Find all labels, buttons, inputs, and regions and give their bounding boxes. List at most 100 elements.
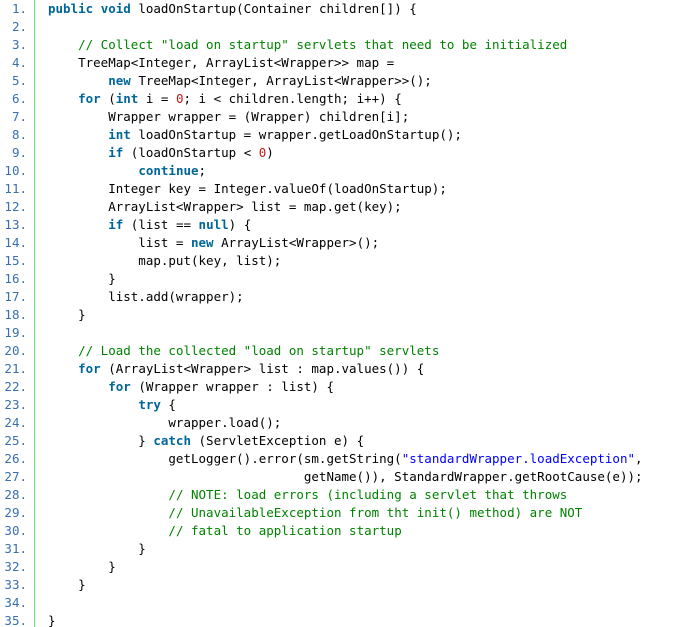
- number-token: 0: [175, 91, 184, 106]
- line-number: 18.: [4, 307, 27, 322]
- line-number: 2.: [11, 19, 27, 34]
- code-line: 18. }: [0, 306, 688, 324]
- code-text: if (list == null) {: [48, 216, 251, 234]
- code-token: [48, 73, 108, 88]
- code-text: for (Wrapper wrapper : list) {: [48, 378, 334, 396]
- line-number: 8.: [11, 127, 27, 142]
- code-token: [48, 343, 78, 358]
- code-token: }: [48, 541, 146, 556]
- code-token: [48, 361, 78, 376]
- code-token: [48, 145, 108, 160]
- line-number: 20.: [4, 343, 27, 358]
- code-token: list.add(wrapper);: [48, 289, 244, 304]
- code-line: 17. list.add(wrapper);: [0, 288, 688, 306]
- string-token: "standardWrapper.loadException": [401, 451, 636, 466]
- code-line: 16. }: [0, 270, 688, 288]
- code-line: 10. continue;: [0, 162, 688, 180]
- keyword-token: for: [108, 379, 131, 394]
- code-text: }: [48, 540, 146, 558]
- code-text: list = new ArrayList<Wrapper>();: [48, 234, 379, 252]
- code-text: try {: [48, 396, 176, 414]
- line-number: 12.: [4, 199, 27, 214]
- code-text: // Collect "load on startup" servlets th…: [48, 36, 567, 54]
- line-number: 13.: [4, 217, 27, 232]
- line-number: 21.: [4, 361, 27, 376]
- line-number: 10.: [4, 163, 27, 178]
- code-token: loadOnStartup(Container children[]) {: [130, 1, 417, 16]
- line-number-gutter: [0, 0, 35, 627]
- code-text: new TreeMap<Integer, ArrayList<Wrapper>>…: [48, 72, 432, 90]
- code-text: for (ArrayList<Wrapper> list : map.value…: [48, 360, 424, 378]
- line-number: 7.: [11, 109, 27, 124]
- code-token: wrapper.load();: [48, 415, 282, 430]
- code-text: // Load the collected "load on startup" …: [48, 342, 439, 360]
- code-text: } catch (ServletException e) {: [48, 432, 364, 450]
- line-number: 30.: [4, 523, 27, 538]
- code-token: }: [48, 307, 86, 322]
- code-token: [48, 91, 78, 106]
- code-text: Wrapper wrapper = (Wrapper) children[i];: [48, 108, 409, 126]
- code-text: // UnavailableException from tht init() …: [48, 504, 582, 522]
- keyword-token: for: [78, 91, 101, 106]
- code-token: i =: [138, 91, 176, 106]
- comment-token: // UnavailableException from tht init() …: [168, 505, 583, 520]
- code-token: }: [48, 559, 116, 574]
- code-token: [48, 163, 138, 178]
- code-token: (ArrayList<Wrapper> list : map.values())…: [100, 361, 425, 376]
- code-line: 3. // Collect "load on startup" servlets…: [0, 36, 688, 54]
- code-line: 23. try {: [0, 396, 688, 414]
- line-number: 11.: [4, 181, 27, 196]
- code-line: 7. Wrapper wrapper = (Wrapper) children[…: [0, 108, 688, 126]
- code-line: 32. }: [0, 558, 688, 576]
- code-token: ArrayList<Wrapper> list = map.get(key);: [48, 199, 402, 214]
- code-line: 11. Integer key = Integer.valueOf(loadOn…: [0, 180, 688, 198]
- code-token: (list ==: [123, 217, 199, 232]
- keyword-token: if: [108, 145, 124, 160]
- code-token: getLogger().error(sm.getString(: [48, 451, 402, 466]
- code-line: 34.: [0, 594, 688, 612]
- code-token: list =: [48, 235, 191, 250]
- code-text: public void loadOnStartup(Container chil…: [48, 0, 417, 18]
- line-number: 15.: [4, 253, 27, 268]
- code-line: 35.}: [0, 612, 688, 627]
- line-number: 1.: [11, 1, 27, 16]
- code-text: }: [48, 270, 116, 288]
- keyword-token: public: [48, 1, 94, 16]
- number-token: 0: [258, 145, 267, 160]
- code-text: map.put(key, list);: [48, 252, 281, 270]
- code-text: getLogger().error(sm.getString("standard…: [48, 450, 642, 468]
- line-number: 19.: [4, 325, 27, 340]
- code-line: 14. list = new ArrayList<Wrapper>();: [0, 234, 688, 252]
- code-text: for (int i = 0; i < children.length; i++…: [48, 90, 402, 108]
- code-token: ;: [198, 163, 207, 178]
- code-text: }: [48, 558, 116, 576]
- code-token: [48, 487, 168, 502]
- keyword-token: if: [108, 217, 124, 232]
- code-token: [48, 127, 108, 142]
- code-line: 26. getLogger().error(sm.getString("stan…: [0, 450, 688, 468]
- code-token: ; i < children.length; i++) {: [183, 91, 402, 106]
- code-token: [48, 505, 168, 520]
- code-text: if (loadOnStartup < 0): [48, 144, 274, 162]
- keyword-token: new: [108, 73, 131, 88]
- code-token: (loadOnStartup <: [123, 145, 259, 160]
- code-line: 9. if (loadOnStartup < 0): [0, 144, 688, 162]
- line-number: 17.: [4, 289, 27, 304]
- code-token: getName()), StandardWrapper.getRootCause…: [48, 469, 643, 484]
- code-token: {: [160, 397, 176, 412]
- code-token: loadOnStartup = wrapper.getLoadOnStartup…: [130, 127, 462, 142]
- code-token: ) {: [228, 217, 252, 232]
- code-token: (: [100, 91, 116, 106]
- line-number: 9.: [11, 145, 27, 160]
- code-line: 24. wrapper.load();: [0, 414, 688, 432]
- line-number: 31.: [4, 541, 27, 556]
- comment-token: // Collect "load on startup" servlets th…: [78, 37, 568, 52]
- line-number: 5.: [11, 73, 27, 88]
- code-token: }: [48, 433, 154, 448]
- line-number: 14.: [4, 235, 27, 250]
- comment-token: // fatal to application startup: [168, 523, 402, 538]
- code-text: }: [48, 306, 86, 324]
- code-line: 4. TreeMap<Integer, ArrayList<Wrapper>> …: [0, 54, 688, 72]
- code-line: 31. }: [0, 540, 688, 558]
- code-line: 29. // UnavailableException from tht ini…: [0, 504, 688, 522]
